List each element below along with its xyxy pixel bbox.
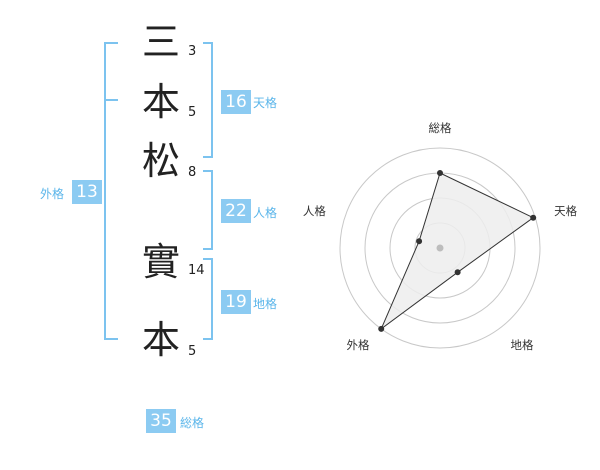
- tenkaku-bracket: [203, 42, 213, 158]
- radar-axis-label-4: 外格: [347, 338, 370, 352]
- radar-axis-label-1: 総格: [429, 121, 452, 135]
- chikaku-label: 地格: [253, 297, 278, 311]
- gaikaku-label: 外格: [40, 187, 65, 201]
- radar-area: [380, 172, 535, 331]
- name-char-5: 本: [141, 318, 180, 362]
- radar-point-3: [454, 269, 461, 276]
- radar-axis-label-5: 人格: [303, 204, 326, 218]
- jinkaku-value-badge: 22: [221, 199, 251, 223]
- radar-point-4: [378, 325, 385, 332]
- radar-point-2: [530, 214, 537, 221]
- radar-axis-label-2: 天格: [554, 204, 577, 218]
- jinkaku-bracket: [203, 170, 213, 250]
- stroke-count-4: 14: [188, 263, 205, 278]
- stroke-count-3: 8: [188, 165, 197, 180]
- name-char-4: 實: [141, 240, 180, 284]
- chikaku-value-badge: 19: [221, 290, 251, 314]
- gaikaku-value-badge: 13: [72, 180, 102, 204]
- radar-point-5: [416, 238, 423, 245]
- stroke-count-2: 5: [188, 105, 197, 120]
- stroke-count-5: 5: [188, 344, 197, 359]
- radar-ring: [339, 147, 541, 349]
- soukaku-value-badge: 35: [146, 409, 176, 433]
- soukaku-label: 総格: [180, 416, 205, 430]
- radar-points: [378, 170, 537, 332]
- name-char-1: 三: [141, 20, 180, 64]
- chikaku-bracket: [203, 258, 213, 340]
- tenkaku-value-badge: 16: [221, 90, 251, 114]
- radar-point-1: [437, 170, 443, 176]
- gaikaku-bracket-tick-top: [104, 99, 118, 101]
- name-char-2: 本: [141, 80, 180, 124]
- gaikaku-bracket: [104, 42, 118, 340]
- stroke-count-1: 3: [188, 44, 197, 59]
- radar-center-dot: [436, 244, 444, 252]
- jinkaku-label: 人格: [253, 206, 278, 220]
- tenkaku-label: 天格: [253, 96, 278, 110]
- name-char-3: 松: [141, 139, 180, 183]
- radar-axis-label-3: 地格: [511, 338, 534, 352]
